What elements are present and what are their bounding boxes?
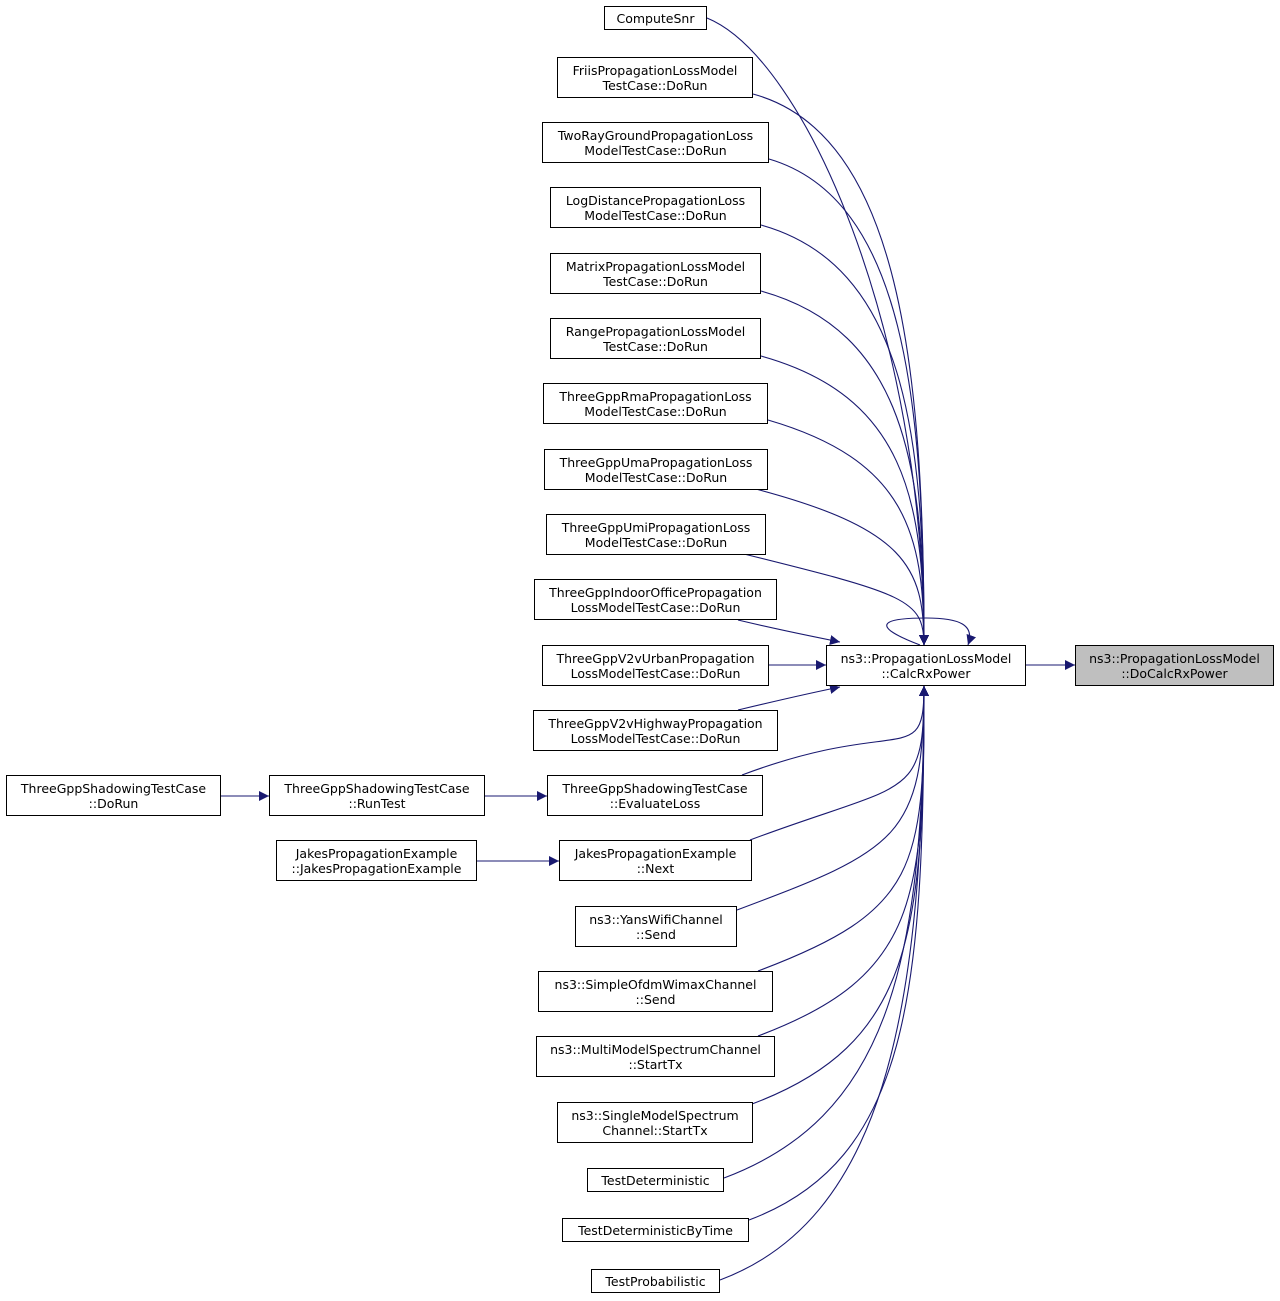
- node-label-line1: ThreeGppUmiPropagationLoss: [561, 519, 751, 535]
- edge-uma-to-calc: [751, 487, 929, 646]
- edge-evalloss-to-calc: [741, 685, 929, 776]
- node-yanswifichannel-send[interactable]: ns3::YansWifiChannel ::Send: [575, 906, 737, 947]
- node-logdistance-dorun[interactable]: LogDistancePropagationLoss ModelTestCase…: [550, 187, 761, 228]
- node-label-line2: ModelTestCase::DoRun: [584, 469, 728, 485]
- node-label-line1: ThreeGppShadowingTestCase: [562, 780, 748, 796]
- node-label-line1: ns3::PropagationLossModel: [1089, 650, 1260, 666]
- node-tworay-dorun[interactable]: TwoRayGroundPropagationLoss ModelTestCas…: [542, 122, 769, 163]
- node-label-line1: ns3::MultiModelSpectrumChannel: [550, 1041, 761, 1057]
- node-label-line1: JakesPropagationExample: [295, 845, 458, 861]
- edge-matrix-to-calc: [760, 290, 929, 646]
- edge-range-to-calc: [760, 355, 929, 646]
- node-jakes-next[interactable]: JakesPropagationExample ::Next: [559, 840, 752, 881]
- node-label-line2: ::StartTx: [628, 1056, 683, 1072]
- node-label-line2: ModelTestCase::DoRun: [584, 207, 727, 223]
- node-shadowing-evaluateloss[interactable]: ThreeGppShadowingTestCase ::EvaluateLoss: [547, 775, 763, 816]
- node-jakes-constructor[interactable]: JakesPropagationExample ::JakesPropagati…: [276, 840, 477, 881]
- node-friis-dorun[interactable]: FriisPropagationLossModel TestCase::DoRu…: [557, 57, 753, 98]
- node-label-line1: TestDeterministic: [601, 1172, 710, 1188]
- node-label-line1: ns3::SimpleOfdmWimaxChannel: [554, 976, 757, 992]
- node-v2vhighway-dorun[interactable]: ThreeGppV2vHighwayPropagation LossModelT…: [533, 710, 778, 751]
- node-simpleofdmwimax-send[interactable]: ns3::SimpleOfdmWimaxChannel ::Send: [538, 971, 773, 1012]
- node-label-line1: LogDistancePropagationLoss: [565, 192, 746, 208]
- node-label-line2: ModelTestCase::DoRun: [584, 534, 728, 550]
- edge-testprob-to-calc: [719, 685, 929, 1281]
- node-label-line1: ThreeGppIndoorOfficePropagation: [549, 584, 762, 600]
- node-computesnr[interactable]: ComputeSnr: [604, 6, 707, 30]
- node-label-line1: ns3::PropagationLossModel: [840, 650, 1012, 666]
- node-label-line1: ThreeGppRmaPropagationLoss: [559, 388, 752, 404]
- edge-v2vhighway-to-calc: [737, 684, 841, 711]
- edge-umi-to-calc: [743, 553, 929, 646]
- node-label-line1: ThreeGppUmaPropagationLoss: [559, 454, 753, 470]
- edge-computesnr-to-calc: [706, 17, 929, 646]
- node-label-line2: ::DoCalcRxPower: [1121, 665, 1228, 681]
- node-label-line2: ::Send: [636, 926, 676, 942]
- node-testprobabilistic[interactable]: TestProbabilistic: [591, 1269, 720, 1293]
- edge-logdistance-to-calc: [760, 224, 929, 646]
- node-label-line1: FriisPropagationLossModel: [572, 62, 738, 78]
- edge-rma-to-calc: [767, 419, 929, 646]
- node-calcrxpower[interactable]: ns3::PropagationLossModel ::CalcRxPower: [826, 645, 1026, 686]
- node-multimodelspectrum-starttx[interactable]: ns3::MultiModelSpectrumChannel ::StartTx: [536, 1036, 775, 1077]
- node-label-line2: ::DoRun: [88, 795, 139, 811]
- node-label-line1: ThreeGppShadowingTestCase: [20, 780, 207, 796]
- node-label-line2: ModelTestCase::DoRun: [584, 142, 727, 158]
- node-matrix-dorun[interactable]: MatrixPropagationLossModel TestCase::DoR…: [550, 253, 761, 294]
- node-label-line2: ModelTestCase::DoRun: [584, 403, 727, 419]
- node-label-line1: ThreeGppV2vHighwayPropagation: [548, 715, 763, 731]
- node-testdeterministicbytime[interactable]: TestDeterministicByTime: [562, 1218, 749, 1242]
- node-docalcrxpower: ns3::PropagationLossModel ::DoCalcRxPowe…: [1075, 645, 1274, 686]
- edge-indoor-to-calc: [737, 619, 841, 645]
- node-label-line2: ::EvaluateLoss: [609, 795, 701, 811]
- node-singlemodelspectrum-starttx[interactable]: ns3::SingleModelSpectrum Channel::StartT…: [557, 1102, 753, 1143]
- node-label-line2: TestCase::DoRun: [603, 273, 708, 289]
- node-label-line1: ComputeSnr: [616, 10, 695, 26]
- node-label-line1: TestProbabilistic: [605, 1273, 706, 1289]
- node-label-line1: ns3::SingleModelSpectrum: [571, 1107, 739, 1123]
- node-label-line2: Channel::StartTx: [602, 1122, 708, 1138]
- node-shadowing-runtest[interactable]: ThreeGppShadowingTestCase ::RunTest: [269, 775, 485, 816]
- node-range-dorun[interactable]: RangePropagationLossModel TestCase::DoRu…: [550, 318, 761, 359]
- node-shadowing-dorun[interactable]: ThreeGppShadowingTestCase ::DoRun: [6, 775, 221, 816]
- node-label-line2: LossModelTestCase::DoRun: [570, 730, 741, 746]
- edge-testdettime-to-calc: [748, 685, 929, 1221]
- node-label-line1: JakesPropagationExample: [574, 845, 737, 861]
- node-rma-dorun[interactable]: ThreeGppRmaPropagationLoss ModelTestCase…: [543, 383, 768, 424]
- node-label-line2: ::JakesPropagationExample: [291, 860, 462, 876]
- node-label-line1: TwoRayGroundPropagationLoss: [557, 127, 754, 143]
- node-label-line2: ::RunTest: [348, 795, 406, 811]
- node-label-line1: TestDeterministicByTime: [578, 1222, 733, 1238]
- node-label-line2: TestCase::DoRun: [603, 338, 708, 354]
- node-label-line1: ThreeGppV2vUrbanPropagation: [556, 650, 755, 666]
- node-label-line1: RangePropagationLossModel: [565, 323, 746, 339]
- node-label-line2: ::CalcRxPower: [881, 665, 971, 681]
- node-testdeterministic[interactable]: TestDeterministic: [587, 1168, 724, 1192]
- node-label-line1: MatrixPropagationLossModel: [565, 258, 746, 274]
- node-umi-dorun[interactable]: ThreeGppUmiPropagationLoss ModelTestCase…: [546, 514, 766, 555]
- node-label-line2: ::Next: [636, 860, 675, 876]
- node-label-line2: TestCase::DoRun: [602, 77, 708, 93]
- node-label-line2: LossModelTestCase::DoRun: [570, 599, 741, 615]
- edge-testdet-to-calc: [723, 685, 929, 1179]
- node-label-line2: ::Send: [635, 991, 676, 1007]
- node-label-line1: ns3::YansWifiChannel: [589, 911, 723, 927]
- node-uma-dorun[interactable]: ThreeGppUmaPropagationLoss ModelTestCase…: [544, 449, 768, 490]
- node-label-line2: LossModelTestCase::DoRun: [570, 665, 741, 681]
- edge-calc-self-loop: [886, 617, 977, 646]
- edge-yans-to-calc: [736, 685, 929, 911]
- node-v2vurban-dorun[interactable]: ThreeGppV2vUrbanPropagation LossModelTes…: [542, 645, 769, 686]
- node-label-line1: ThreeGppShadowingTestCase: [284, 780, 470, 796]
- edge-tworay-to-calc: [768, 158, 929, 646]
- node-indooroffice-dorun[interactable]: ThreeGppIndoorOfficePropagation LossMode…: [534, 579, 777, 620]
